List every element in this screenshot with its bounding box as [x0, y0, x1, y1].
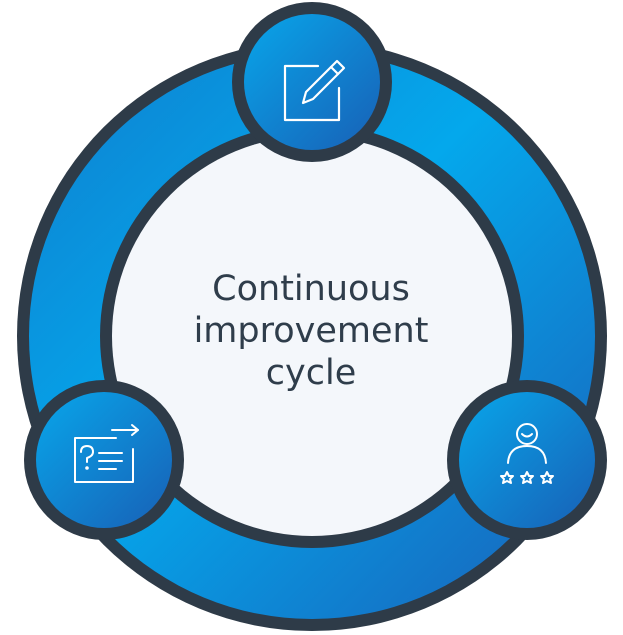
center-title-line-2: improvement — [193, 311, 429, 351]
edit-document-icon — [283, 59, 346, 122]
center-title-line-1: Continuous — [212, 269, 410, 309]
center-title: Continuous improvement cycle — [161, 268, 461, 394]
rated-person-icon — [500, 423, 554, 484]
question-list-icon — [74, 424, 139, 483]
node-left — [24, 380, 184, 540]
node-right — [447, 380, 607, 540]
node-top — [232, 2, 392, 162]
center-title-line-3: cycle — [265, 353, 357, 393]
center-disc — [112, 136, 512, 536]
